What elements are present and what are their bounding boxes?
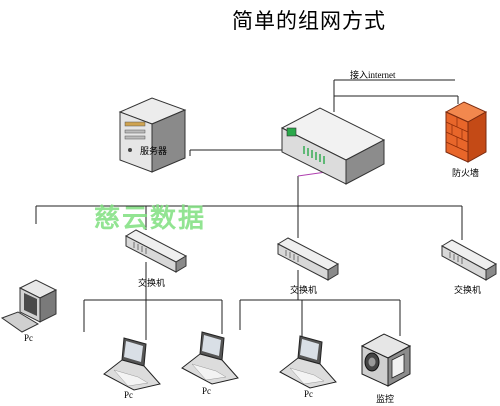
laptop-2-label: Pc — [202, 386, 211, 396]
laptop-1-label: Pc — [124, 390, 133, 400]
laptop-3-label: Pc — [304, 389, 313, 399]
diagram-title: 简单的组网方式 — [232, 9, 386, 33]
desktop-pc-label: Pc — [24, 333, 33, 343]
watermark-text: 慈云数据 — [94, 204, 207, 234]
switch-left-label: 交换机 — [138, 278, 166, 288]
internet-label: 接入internet — [350, 70, 396, 80]
switch-right-label: 交换机 — [454, 285, 482, 295]
firewall-label: 防火墙 — [452, 168, 480, 178]
switch-mid-label: 交换机 — [290, 285, 318, 295]
camera-label: 监控 — [376, 394, 395, 404]
server-label: 服务器 — [140, 146, 168, 156]
